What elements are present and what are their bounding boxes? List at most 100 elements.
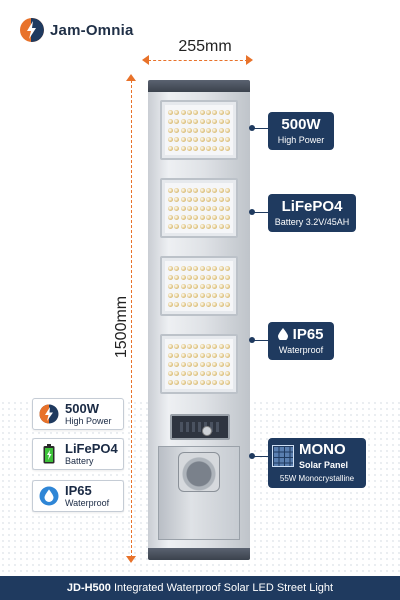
- led-emitter: [187, 265, 193, 271]
- led-emitter: [187, 343, 193, 349]
- brand-logo-icon: [20, 18, 44, 42]
- led-emitter: [180, 187, 186, 193]
- led-emitter: [187, 145, 193, 151]
- led-emitter: [224, 343, 230, 349]
- led-emitter: [193, 370, 199, 376]
- led-emitter: [180, 379, 186, 385]
- led-emitter: [212, 109, 218, 115]
- badge-battery-title: LiFePO4: [65, 440, 118, 456]
- led-emitter: [168, 118, 174, 124]
- led-emitter: [174, 343, 180, 349]
- led-emitter: [180, 361, 186, 367]
- led-emitter: [212, 145, 218, 151]
- brand-name: Jam-Omnia: [50, 21, 134, 39]
- led-emitter: [205, 127, 211, 133]
- led-emitter: [193, 127, 199, 133]
- led-emitter: [205, 205, 211, 211]
- callout-pointer-power: [249, 124, 268, 131]
- led-emitter: [205, 223, 211, 229]
- led-emitter: [205, 352, 211, 358]
- led-emitter: [168, 223, 174, 229]
- led-emitter: [224, 187, 230, 193]
- led-emitter: [212, 223, 218, 229]
- led-emitter: [193, 361, 199, 367]
- led-emitter: [218, 292, 224, 298]
- led-emitter: [205, 136, 211, 142]
- led-emitter: [193, 274, 199, 280]
- pole-clamp: [178, 452, 220, 492]
- led-emitter: [224, 265, 230, 271]
- led-emitter: [180, 109, 186, 115]
- callout-pointer-waterproof: [249, 336, 268, 343]
- callout-waterproof-title: IP65: [292, 326, 324, 343]
- led-emitter: [180, 370, 186, 376]
- led-emitter: [174, 283, 180, 289]
- water-drop-icon: [39, 486, 59, 506]
- led-emitter: [212, 136, 218, 142]
- led-emitter: [199, 361, 205, 367]
- led-emitter: [174, 127, 180, 133]
- callout-waterproof: IP65 Waterproof: [268, 322, 334, 360]
- led-emitter: [174, 370, 180, 376]
- led-emitter: [193, 265, 199, 271]
- led-emitter: [187, 196, 193, 202]
- arrow-right-icon: [246, 55, 253, 65]
- led-emitter: [193, 379, 199, 385]
- led-emitter: [187, 118, 193, 124]
- led-emitter: [180, 118, 186, 124]
- led-emitter: [199, 196, 205, 202]
- led-emitter: [174, 361, 180, 367]
- led-emitter: [205, 301, 211, 307]
- led-emitter: [199, 127, 205, 133]
- led-emitter: [205, 118, 211, 124]
- led-emitter: [199, 145, 205, 151]
- led-emitter: [187, 301, 193, 307]
- led-emitter: [180, 343, 186, 349]
- led-emitter: [168, 196, 174, 202]
- led-emitter: [218, 127, 224, 133]
- led-emitter: [199, 283, 205, 289]
- led-emitter: [193, 145, 199, 151]
- led-emitter: [174, 274, 180, 280]
- badge-waterproof-subtitle: Waterproof: [65, 497, 110, 508]
- led-emitter: [199, 370, 205, 376]
- led-emitter: [168, 187, 174, 193]
- led-module-2: [160, 178, 238, 238]
- led-emitter: [199, 379, 205, 385]
- led-emitter: [218, 274, 224, 280]
- led-emitter: [224, 118, 230, 124]
- led-emitter: [205, 343, 211, 349]
- led-emitter: [212, 301, 218, 307]
- controller-panel: [170, 414, 230, 440]
- led-emitter: [168, 292, 174, 298]
- led-emitter: [212, 196, 218, 202]
- led-module-1: [160, 100, 238, 160]
- led-emitter: [224, 292, 230, 298]
- led-emitter: [218, 223, 224, 229]
- led-emitter: [199, 118, 205, 124]
- led-emitter: [180, 265, 186, 271]
- led-emitter: [224, 370, 230, 376]
- led-emitter: [224, 205, 230, 211]
- led-emitter: [224, 127, 230, 133]
- led-emitter: [205, 145, 211, 151]
- led-emitter: [193, 343, 199, 349]
- led-emitter: [205, 274, 211, 280]
- led-emitter: [224, 352, 230, 358]
- led-emitter: [174, 205, 180, 211]
- led-emitter: [193, 352, 199, 358]
- led-emitter: [193, 136, 199, 142]
- led-emitter: [199, 292, 205, 298]
- led-emitter: [174, 292, 180, 298]
- street-light-bottom-cap: [148, 548, 250, 560]
- led-emitter: [193, 283, 199, 289]
- height-dimension-line: [131, 80, 132, 558]
- callout-pointer-battery: [249, 208, 268, 215]
- badge-waterproof: IP65 Waterproof: [32, 480, 124, 512]
- led-emitter: [193, 301, 199, 307]
- callout-waterproof-subtitle: Waterproof: [278, 345, 324, 355]
- badge-waterproof-title: IP65: [65, 482, 92, 498]
- led-emitter: [224, 109, 230, 115]
- led-emitter: [174, 265, 180, 271]
- callout-solar-subtitle: Solar Panel: [299, 460, 349, 470]
